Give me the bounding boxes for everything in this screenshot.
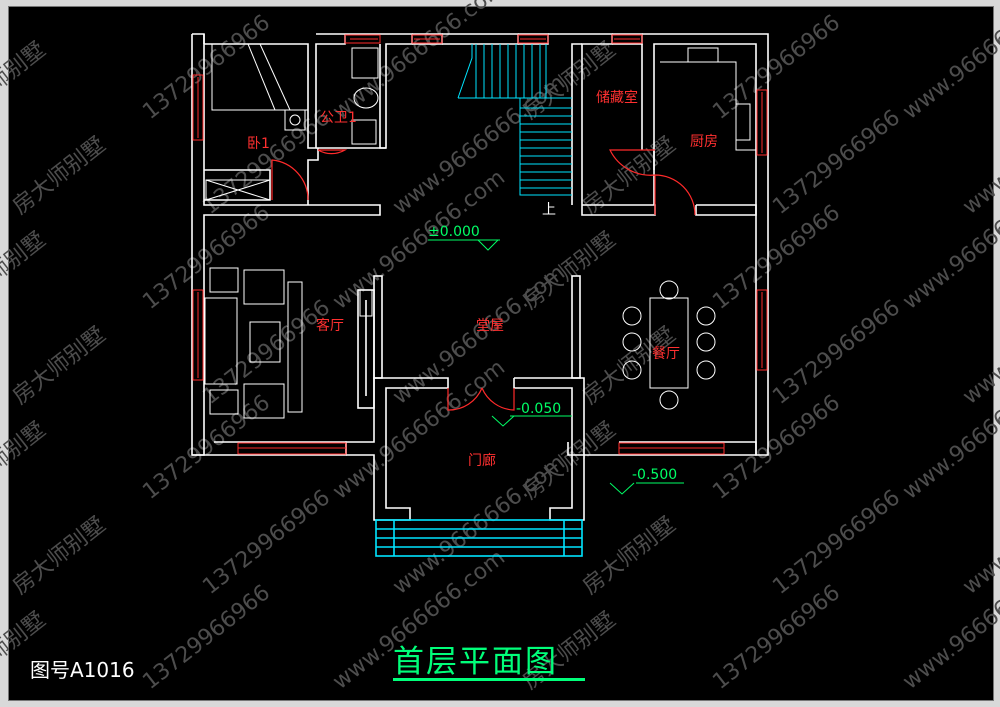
watermark-text: 13729966966: [138, 390, 275, 504]
elevation-outside: -0.500: [632, 467, 677, 483]
watermark-text: www.9666666.com: [958, 450, 1000, 600]
label-dining: 餐厅: [652, 346, 680, 362]
label-bedroom1: 卧1: [247, 136, 270, 152]
elevation-porch: -0.050: [516, 401, 561, 417]
watermark-text: 房大师别墅: [0, 417, 50, 504]
label-bathroom1: 公卫1: [320, 110, 357, 126]
watermark-text: 房大师别墅: [578, 322, 680, 409]
watermark-text: 房大师别墅: [8, 512, 110, 599]
label-porch: 门廊: [468, 452, 496, 469]
dining-chair: [622, 306, 642, 326]
watermark-text: www.9666666.com: [958, 70, 1000, 220]
elevation-labels: ±0.000 -0.050 -0.500: [428, 224, 677, 483]
watermark-text: 13729966966: [708, 580, 845, 694]
elevation-main: ±0.000: [428, 224, 480, 240]
watermark-text: www.9666666.com: [958, 260, 1000, 410]
watermark-text: 房大师别墅: [0, 227, 50, 314]
drawing-title: 首层平面图: [393, 644, 558, 680]
elevation-markers: [428, 239, 684, 495]
dining-chair: [622, 360, 642, 380]
watermark-text: 13729966966: [708, 10, 845, 124]
watermark-text: 13729966966: [198, 295, 335, 409]
watermark-text: 13729966966: [708, 390, 845, 504]
watermark-text: 13729966966: [198, 105, 335, 219]
drawing-number: 图号A1016: [30, 658, 135, 682]
doors: [271, 149, 696, 411]
watermark-text: 房大师别墅: [0, 37, 50, 124]
stair-up-label: 上: [542, 202, 556, 218]
dining-chair: [696, 332, 716, 352]
watermark-text: 13729966966: [138, 10, 275, 124]
title-underline: [393, 678, 585, 681]
label-hall: 堂屋: [476, 318, 504, 334]
watermark-text: 13729966966: [198, 485, 335, 599]
label-kitchen: 厨房: [690, 134, 718, 150]
furniture: [204, 43, 756, 419]
watermark-text: 13729966966: [768, 485, 905, 599]
walls: [191, 33, 769, 557]
room-labels: 卧1 公卫1 储藏室 厨房 客厅 堂屋 餐厅 门廊: [247, 89, 718, 469]
dining-chair: [659, 390, 679, 410]
dining-chair: [659, 280, 679, 300]
dining-chair: [622, 332, 642, 352]
watermark-text: 13729966966: [768, 105, 905, 219]
staircase: [457, 44, 572, 196]
watermark-text: 房大师别墅: [8, 322, 110, 409]
label-storage: 储藏室: [596, 89, 638, 106]
label-living: 客厅: [316, 317, 344, 334]
watermark-text: 13729966966: [768, 295, 905, 409]
dining-chair: [696, 360, 716, 380]
dining-chair: [696, 306, 716, 326]
watermark-text: 13729966966: [708, 200, 845, 314]
cad-canvas: [8, 6, 994, 701]
windows: [192, 34, 768, 455]
watermark-text: www.9666666.com: [328, 0, 510, 125]
watermark-text: www.9666666.com: [898, 0, 1000, 125]
watermark-text: 房大师别墅: [8, 132, 110, 219]
watermark-text: 房大师别墅: [578, 512, 680, 599]
watermark-text: 13729966966: [138, 580, 275, 694]
